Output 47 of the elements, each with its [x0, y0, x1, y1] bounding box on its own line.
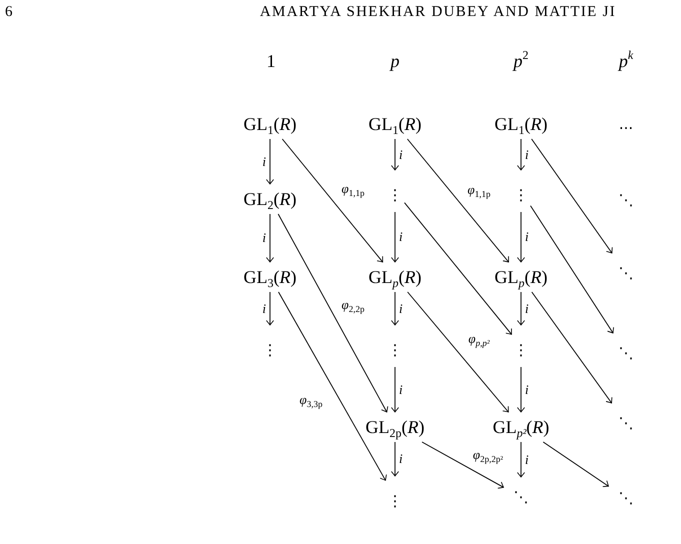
edge-label: i: [262, 154, 266, 168]
vertical-ellipsis: ⋮: [262, 340, 278, 360]
math-expression: GL$_{2p}$(R): [366, 417, 424, 437]
vertical-ellipsis: ⋮: [388, 340, 402, 360]
math-expression: GL$_{2}$(R): [244, 189, 296, 209]
vertical-ellipsis: ⋮: [514, 340, 528, 360]
edge-label: φ$_{2,2p}$: [342, 298, 364, 312]
vertical-ellipsis: ⋮: [514, 185, 528, 205]
column-header: p$^{2}$: [514, 51, 528, 71]
edge-label: i: [399, 230, 403, 244]
math-expression: GL$_{p²}$(R): [492, 417, 550, 437]
math-expression: GL$_{1}$(R): [494, 114, 548, 134]
edge-label: φ$_{p,p²}$: [468, 332, 490, 346]
diagonal-ellipsis: ⋱: [618, 263, 634, 283]
edge-label: i: [262, 231, 266, 245]
edge-label: i: [525, 382, 529, 396]
diagonal-ellipsis: ⋱: [618, 190, 634, 210]
diagonal-ellipsis: ⋱: [514, 487, 528, 507]
edge-label: i: [399, 302, 403, 316]
edge-label: i: [399, 148, 403, 162]
edge-label: φ$_{3,3p}$: [300, 393, 322, 407]
vertical-ellipsis: ⋮: [388, 185, 402, 205]
edge-label: φ$_{1,1p}$: [342, 182, 364, 196]
vertical-ellipsis: ⋮: [388, 491, 402, 511]
page-number: 6: [5, 3, 12, 22]
edge-label: i: [399, 452, 403, 466]
diagonal-ellipsis: ⋱: [618, 488, 634, 508]
running-header: AMARTYA SHEKHAR DUBEY AND MATTIE JI: [260, 3, 616, 22]
edge-label: i: [262, 302, 266, 316]
math-expression: GL$_{p}$(R): [494, 267, 548, 287]
diagonal-ellipsis: ⋱: [618, 413, 634, 433]
column-header: 1: [266, 51, 276, 71]
diagonal-ellipsis: ⋱: [618, 343, 634, 363]
edge-label: i: [525, 452, 529, 466]
math-expression: GL$_{p}$(R): [368, 267, 422, 287]
ellipsis: ...: [618, 114, 634, 134]
math-expression: GL$_{3}$(R): [244, 267, 296, 287]
column-header: p: [390, 51, 400, 71]
column-header: p$^{k}$: [618, 51, 634, 71]
edge-label: φ$_{2p,2p²}$: [472, 448, 504, 462]
edge-label: i: [525, 230, 529, 244]
math-expression: GL$_{1}$(R): [244, 114, 296, 134]
edge-label: i: [399, 382, 403, 396]
edge-label: φ$_{1,1p}$: [468, 183, 490, 197]
edge-label: i: [525, 302, 529, 316]
edge-label: i: [525, 148, 529, 162]
math-expression: GL$_{1}$(R): [368, 114, 422, 134]
